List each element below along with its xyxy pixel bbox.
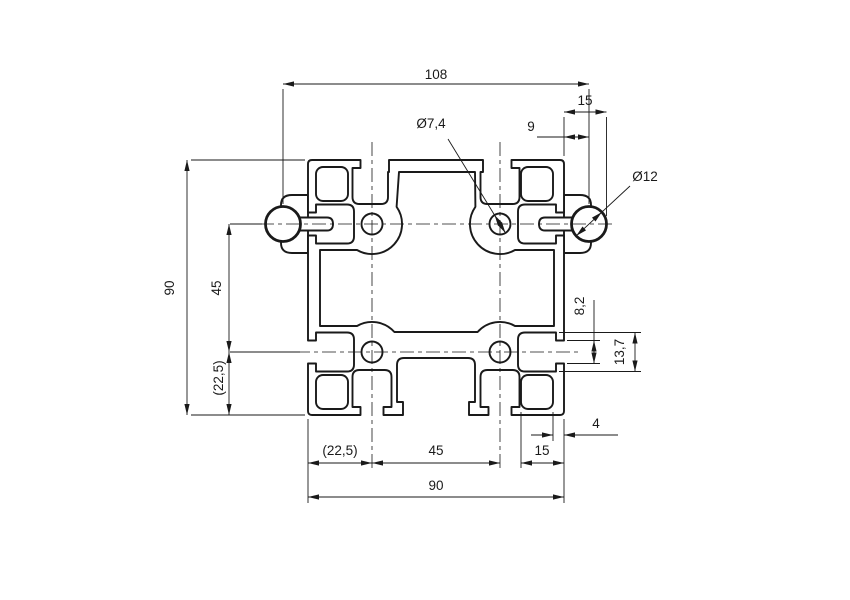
dim-edge-offset-bottom: (22,5) — [322, 443, 357, 458]
dim-slot-pocket: 13,7 — [612, 339, 627, 365]
dim-pin-protrusion: 15 — [577, 93, 592, 108]
corner-chamber-bottom-right — [520, 374, 554, 410]
corner-chamber-top-left — [315, 166, 349, 202]
arrowheads — [184, 81, 638, 500]
corner-chamber-bottom-left — [315, 374, 349, 410]
dim-pocket-offset-bottom: 15 — [534, 443, 549, 458]
extension-lines — [191, 89, 641, 503]
leader-pin-dia — [575, 185, 631, 237]
centerlines — [260, 142, 613, 468]
label-hole-diameter: Ø7,4 — [416, 116, 446, 131]
label-pin-diameter: Ø12 — [632, 169, 658, 184]
corner-chambers — [315, 166, 554, 410]
dim-slot-opening: 8,2 — [572, 297, 587, 316]
dim-overall-height: 90 — [162, 280, 177, 295]
dim-wall-thickness: 4 — [592, 416, 600, 431]
corner-chamber-top-right — [520, 166, 554, 202]
dim-slot-spacing-bottom: 45 — [428, 443, 443, 458]
dim-edge-offset-vertical: (22,5) — [211, 360, 226, 395]
dim-body-width: 90 — [428, 478, 443, 493]
center-cavity — [319, 171, 555, 333]
dim-overall-width: 108 — [425, 67, 448, 82]
dim-pin-offset: 9 — [527, 119, 535, 134]
dim-slot-spacing-vertical: 45 — [209, 280, 224, 295]
dimension-texts: 108 15 9 Ø7,4 Ø12 90 45 (22,5) 8,2 13,7 … — [162, 67, 658, 493]
